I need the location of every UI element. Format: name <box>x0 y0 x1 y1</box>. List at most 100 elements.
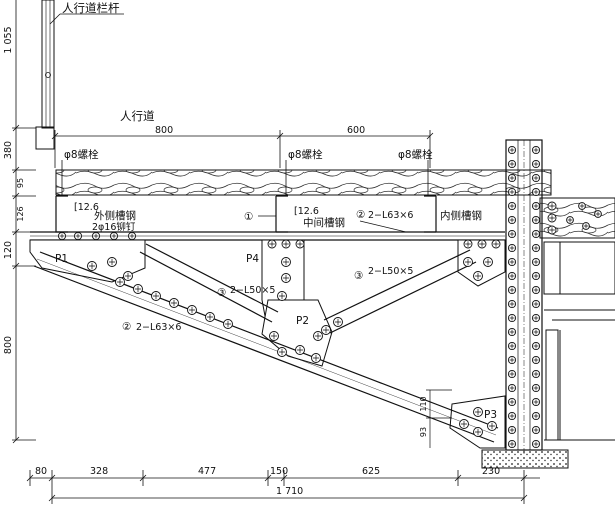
dim-93: 93 <box>419 427 428 437</box>
rivet-cross <box>134 285 142 293</box>
rivet-cross <box>509 189 515 195</box>
top-angle-label: 2−L63×6 <box>368 210 413 221</box>
rivet-cross <box>116 278 124 286</box>
rivet-cross <box>533 413 539 419</box>
outer-channel-label: 外侧槽钢 <box>94 209 136 222</box>
rivet-cross <box>278 292 286 300</box>
rivet-cross <box>533 259 539 265</box>
rivet-cross <box>533 189 539 195</box>
rivet-cross <box>111 233 117 239</box>
railing-label: 人行道栏杆 <box>62 1 120 15</box>
rivet-cross <box>533 161 539 167</box>
bolt-label-2: φ8螺栓 <box>288 148 323 161</box>
callout-1: ① <box>244 211 253 223</box>
rivet-cross <box>152 292 160 300</box>
rivet-cross <box>206 313 214 321</box>
top-angle-leader <box>359 220 407 233</box>
rivet-cross <box>59 233 65 239</box>
rivet-cross <box>533 357 539 363</box>
left-dimensions <box>12 0 36 444</box>
rivet-cross <box>93 233 99 239</box>
rivet-cross <box>533 329 539 335</box>
rivet-cross <box>509 441 515 447</box>
rivet-cross <box>533 175 539 181</box>
rivets <box>57 145 602 449</box>
rivet-cross <box>296 346 304 354</box>
rivet-cross <box>509 315 515 321</box>
dim-230: 230 <box>482 466 500 477</box>
rivet-cross <box>509 357 515 363</box>
rivet-cross <box>484 258 492 266</box>
rivet-cross <box>312 354 320 362</box>
middle-channel-size: [12.6 <box>294 206 319 217</box>
right-structure <box>543 241 615 441</box>
rivet-cross <box>549 203 555 209</box>
rivet-cross <box>509 287 515 293</box>
rivet-cross <box>270 332 278 340</box>
rivet-cross <box>334 318 342 326</box>
middle-channel-label: 中间槽钢 <box>303 216 345 229</box>
left-brace <box>139 243 279 323</box>
rivet-cross <box>282 274 290 282</box>
dim-120: 120 <box>3 241 14 259</box>
right-brace-label: 2−L50×5 <box>368 266 413 277</box>
rivet-cross <box>479 241 485 247</box>
bolt-label-1: φ8螺栓 <box>64 148 99 161</box>
rivet-cross <box>488 422 496 430</box>
railing-label-leader: 人行道栏杆 <box>49 1 124 25</box>
right-brace <box>323 249 477 334</box>
rivet-cross <box>108 258 116 266</box>
dim-328: 328 <box>90 466 108 477</box>
rivet-cross <box>533 273 539 279</box>
dim-380: 380 <box>3 141 14 159</box>
dim-150: 150 <box>270 466 288 477</box>
dim-800-top: 800 <box>155 125 173 136</box>
rivet-cross <box>509 259 515 265</box>
rivet-cross <box>509 231 515 237</box>
rivet-cross <box>474 428 482 436</box>
dim-110: 110 <box>419 396 428 411</box>
rivet-cross <box>533 427 539 433</box>
rivet-cross <box>533 385 539 391</box>
callout-3-right: ③ <box>354 270 363 282</box>
rivet-cross <box>579 203 585 209</box>
dim-800-vertical: 800 <box>3 336 14 354</box>
railing-post <box>35 0 55 150</box>
rivet-cross <box>509 371 515 377</box>
rivet-cross <box>75 233 81 239</box>
rivet-cross <box>282 258 290 266</box>
middle-channel <box>275 195 288 233</box>
rivet-cross <box>188 306 196 314</box>
rivet-cross <box>549 215 555 221</box>
base-plate <box>481 449 569 469</box>
dim-600-top: 600 <box>347 125 365 136</box>
label-p3: P3 <box>484 409 497 421</box>
rivet-cross <box>465 241 471 247</box>
bottom-dimensions <box>26 470 540 504</box>
rivet-cross <box>297 241 303 247</box>
rivet-cross <box>509 399 515 405</box>
rivet-cross <box>533 147 539 153</box>
rivet-cross <box>533 245 539 251</box>
rivet-cross <box>509 245 515 251</box>
rivet-cross <box>124 272 132 280</box>
rivet-cross <box>567 217 573 223</box>
rivet-cross <box>464 258 472 266</box>
p3-dimensions <box>426 389 452 448</box>
top-chord <box>30 231 505 241</box>
dim-625: 625 <box>362 466 380 477</box>
rivet-cross <box>533 217 539 223</box>
inner-channel-label: 内侧槽钢 <box>440 209 482 222</box>
label-p4: P4 <box>246 253 259 265</box>
rivet-cross <box>278 348 286 356</box>
callout-2-top: ② <box>356 209 365 221</box>
timber-deck <box>55 169 615 239</box>
walkway-label: 人行道 <box>120 109 155 123</box>
rivet-cross <box>583 223 589 229</box>
dim-1710: 1 710 <box>276 486 303 497</box>
rivet-cross <box>533 287 539 293</box>
rivet-cross <box>549 227 555 233</box>
rivet-cross <box>314 332 322 340</box>
rivet-cross <box>509 413 515 419</box>
